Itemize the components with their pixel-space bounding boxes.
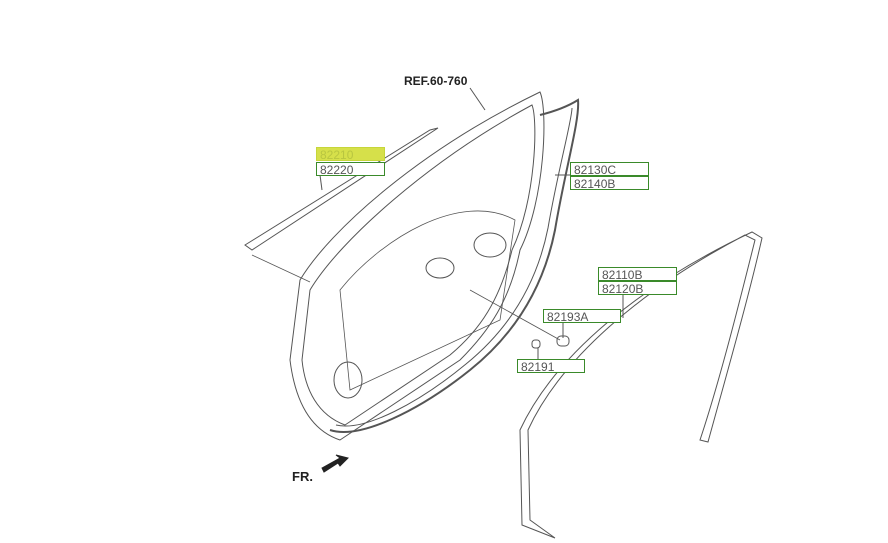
part-label-82130c[interactable]: 82130C — [570, 162, 649, 177]
door-inner-cavity — [339, 210, 516, 391]
fastener-82191 — [531, 339, 541, 349]
leader-line — [319, 174, 323, 191]
part-label-82220[interactable]: 82220 — [316, 162, 385, 177]
front-arrow-icon — [321, 454, 349, 473]
ref-label: REF.60-760 — [404, 74, 468, 88]
door-panel-inner — [301, 104, 536, 426]
front-label: FR. — [292, 469, 313, 484]
service-hole — [473, 232, 507, 258]
leader-line — [469, 289, 561, 341]
part-label-82191[interactable]: 82191 — [517, 359, 585, 374]
service-hole — [425, 257, 455, 279]
door-weatherstrip-inner — [335, 107, 573, 427]
door-panel — [289, 91, 545, 441]
ref-leader — [469, 87, 486, 111]
speaker-hole — [333, 361, 363, 399]
part-label-82210[interactable]: 82210 — [316, 147, 385, 162]
part-label-82140b[interactable]: 82140B — [570, 176, 649, 191]
door-weatherstrip — [329, 98, 580, 433]
part-label-82193a[interactable]: 82193A — [543, 309, 621, 324]
part-label-82120b[interactable]: 82120B — [598, 281, 677, 296]
part-label-82110b[interactable]: 82110B — [598, 267, 677, 282]
leader-line — [251, 254, 311, 283]
